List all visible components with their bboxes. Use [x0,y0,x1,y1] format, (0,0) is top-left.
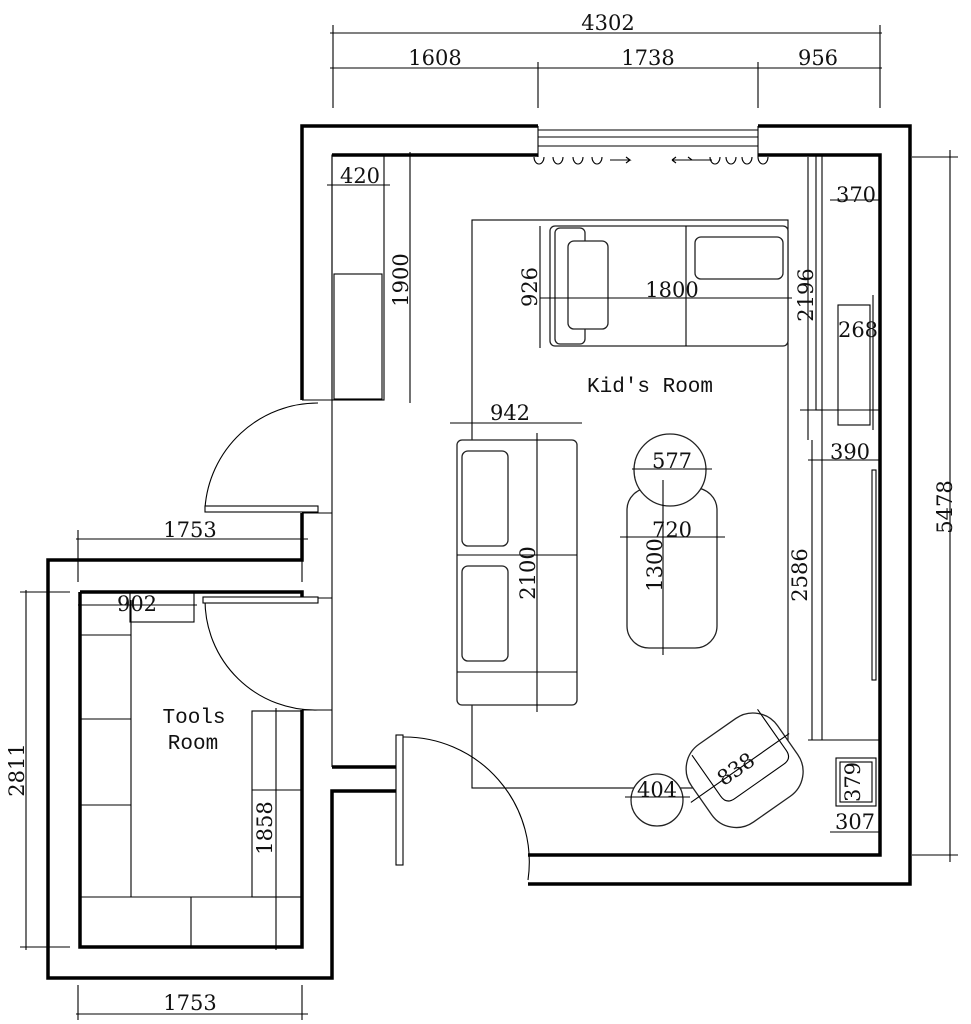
dim-table-width: 720 [652,518,692,542]
dim-seg2: 1738 [621,46,674,70]
sofa-top [539,225,792,348]
top-dimension-lines [20,25,958,1020]
left-shelf [327,152,411,403]
dim-tools-cabinet: 1858 [253,801,277,854]
dim-right-span-bottom: 2586 [788,548,812,601]
sofa-left [450,422,582,712]
dim-total-width: 4302 [581,11,634,35]
dim-right-unit-depth: 390 [830,440,870,464]
dim-sofa-left-length: 2100 [516,546,540,599]
dim-corridor-width: 1753 [163,518,216,542]
dim-sofa-length: 1800 [645,278,698,302]
dim-right-span-top: 2196 [794,268,818,321]
dim-tv-unit: 268 [838,318,878,342]
dim-tools-height: 2811 [5,743,29,796]
dim-tools-shelf: 902 [117,592,157,616]
dim-sofa-left-depth: 942 [490,401,530,425]
armchair [685,709,804,829]
dim-total-height: 5478 [933,480,957,533]
dim-round-table: 577 [652,449,692,473]
dim-shelf-length-left: 1900 [389,253,413,306]
dim-cabinet-right-top: 370 [836,183,876,207]
coffee-table [620,433,725,655]
dim-small-unit-w: 307 [835,810,875,834]
window [533,126,769,165]
dim-sofa-depth: 926 [518,267,542,307]
dim-seg1: 1608 [408,46,461,70]
tools-furniture [78,591,303,950]
dim-shelf-depth-left: 420 [340,164,380,188]
dim-tools-width-bottom: 1753 [163,991,216,1015]
side-table [630,773,684,827]
tools-room-label-line2: Room [168,733,218,756]
dim-side-table: 404 [637,778,677,802]
dim-table-length: 1300 [643,538,667,591]
doors [202,402,530,881]
dim-seg3: 956 [798,46,838,70]
tools-room-label-line1: Tools [162,707,225,730]
right-units [800,154,880,833]
kids-room-label: Kid's Room [587,376,713,399]
dim-small-unit-h: 379 [841,762,865,802]
